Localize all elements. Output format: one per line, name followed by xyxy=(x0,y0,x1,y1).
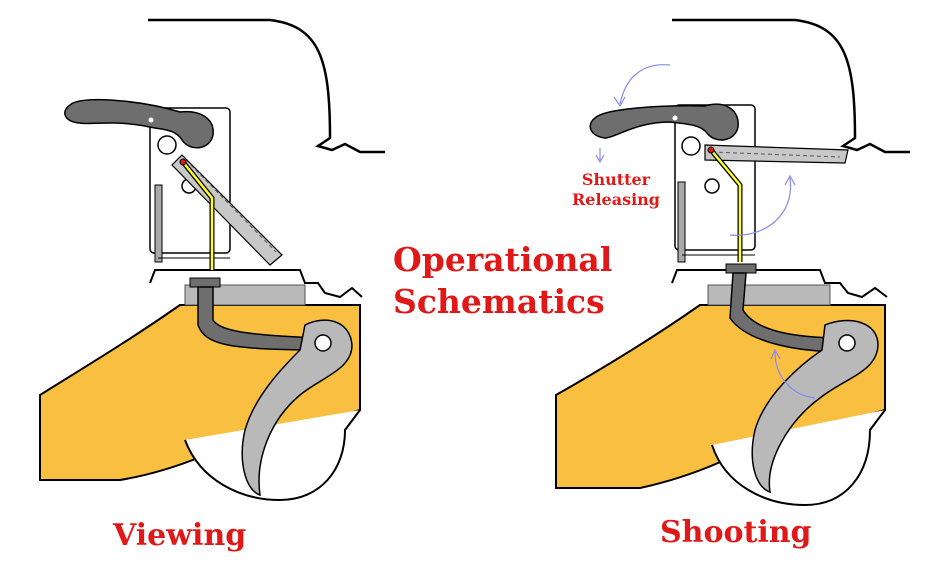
camera-body-outline-right xyxy=(672,18,910,154)
base-line-left xyxy=(149,269,363,299)
shooting-panel xyxy=(555,18,910,507)
arrowhead-trigger xyxy=(770,348,781,360)
shooting-caption: Shooting xyxy=(660,515,812,550)
pivot-hole-left xyxy=(157,135,177,155)
trigger-guard-right xyxy=(711,409,886,507)
motion-arrow-lever xyxy=(619,64,671,105)
trigger-left xyxy=(241,319,353,497)
shutter-releasing-note: Shutter Releasing xyxy=(556,170,676,210)
motion-arrow-trigger xyxy=(774,351,816,399)
note-line1: Shutter xyxy=(581,170,651,189)
arrowhead-mirror xyxy=(784,174,796,186)
base-plate-left xyxy=(184,284,306,306)
plunger-head-right xyxy=(725,263,757,274)
lever-pivot-dot-right xyxy=(672,115,678,121)
motion-arrow-mirror xyxy=(729,177,792,236)
note-line2: Releasing xyxy=(571,190,660,209)
diagram-title-line1: Operational xyxy=(393,240,613,279)
link-pin-right xyxy=(707,146,715,154)
link-pin-left xyxy=(179,158,187,166)
arrowhead-lever xyxy=(613,96,626,108)
axle-hole-right xyxy=(704,178,720,194)
base-plate-right xyxy=(707,284,831,306)
plunger-head-left xyxy=(189,277,221,288)
cocking-lever-right xyxy=(589,103,739,141)
trigger-right xyxy=(751,319,879,494)
viewing-panel xyxy=(39,18,385,502)
trigger-guard-left xyxy=(184,409,361,502)
camera-body-outline-left xyxy=(148,18,385,154)
arrowhead-down xyxy=(595,154,605,164)
trigger-pivot-left xyxy=(314,334,332,352)
ground-bracket-left xyxy=(154,184,163,263)
lever-pivot-dot-left xyxy=(148,117,154,123)
diagram-title-line2: Schematics xyxy=(393,282,605,321)
trigger-pivot-right xyxy=(838,334,856,352)
pivot-hole-right xyxy=(681,136,701,156)
viewing-caption: Viewing xyxy=(113,518,247,553)
mirror-up xyxy=(704,144,849,164)
base-line-right xyxy=(671,269,888,299)
ground-bracket-right xyxy=(677,181,686,263)
cocking-lever-left xyxy=(64,98,214,149)
